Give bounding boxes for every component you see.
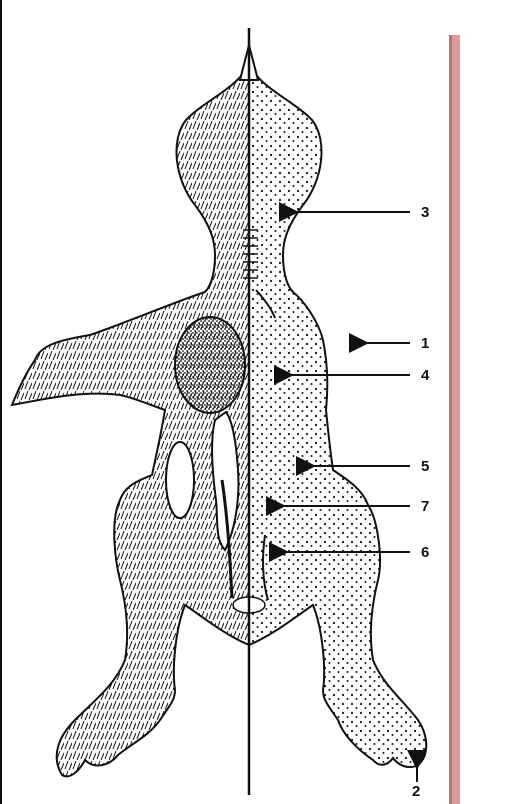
chick-body [12,45,426,776]
label-6: 6 [421,545,429,560]
label-1: 1 [421,336,429,351]
label-5: 5 [421,459,429,474]
label-4: 4 [421,368,429,383]
label-2: 2 [412,784,420,799]
label-3: 3 [421,205,429,220]
crop-mass [175,317,245,413]
label-7: 7 [421,499,429,514]
